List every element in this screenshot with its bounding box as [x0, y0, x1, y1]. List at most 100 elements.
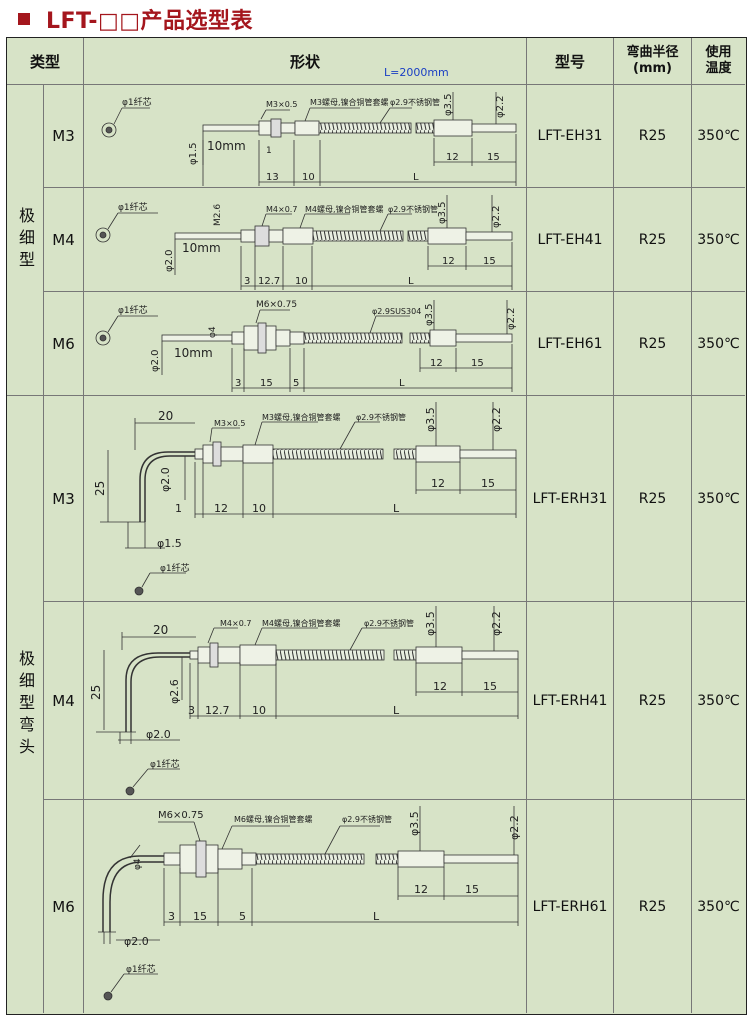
diameter-left: φ1.5	[188, 143, 199, 166]
dim-label: 12.7	[205, 704, 230, 717]
dim-label: 12	[446, 152, 459, 163]
radius-cell: R25	[614, 85, 692, 188]
dim-label: 12	[214, 502, 228, 515]
radius-cell: R25	[614, 188, 692, 292]
size-cell: M6	[44, 292, 84, 396]
dim-label: L	[393, 502, 400, 515]
thread-label: M4×0.7	[220, 619, 251, 628]
model-cell: LFT-EH41	[527, 188, 614, 292]
model-cell: LFT-ERH61	[527, 800, 614, 1013]
selection-table: 类型 形状 型号 弯曲半径 (mm) 使用 温度 极细型 极细型弯头 M3 M4…	[6, 37, 747, 1015]
page-title-row: LFT-□□产品选型表	[18, 4, 253, 34]
thread-label: M6×0.75	[256, 300, 297, 310]
diameter-bend: φ2.6	[168, 679, 181, 704]
bend-width-label: 20	[158, 409, 173, 423]
temp-cell: 350℃	[692, 188, 745, 292]
dim-label: 12	[433, 680, 447, 693]
temp-cell: 350℃	[692, 602, 745, 800]
size-cell: M3	[44, 85, 84, 188]
header-bend-radius-line1: 弯曲半径	[626, 45, 679, 60]
dim-label: 12	[442, 256, 455, 267]
bend-width-label: 20	[153, 623, 168, 637]
length-note: L=2000mm	[384, 66, 449, 79]
diameter-mid: φ3.5	[424, 304, 435, 327]
header-type: 类型	[7, 38, 84, 85]
temp-cell: 350℃	[692, 396, 745, 602]
dim-label: 3	[188, 704, 195, 717]
thread-label: M3×0.5	[214, 419, 245, 428]
diameter-mid: φ3.5	[408, 811, 421, 836]
dim-label: 15	[483, 680, 497, 693]
dim-label: 15	[481, 477, 495, 490]
dim-label: 5	[239, 910, 246, 923]
thread-label: M4×0.7	[266, 205, 297, 214]
size-cell: M4	[44, 602, 84, 800]
diameter-mid: φ3.5	[437, 202, 448, 225]
dim-label: 1	[175, 502, 182, 515]
dim-label: 12	[430, 358, 443, 369]
tube-label: φ2.9不锈钢管	[356, 412, 406, 422]
bend-height-label: 25	[93, 481, 107, 496]
drawing-elbow-m6	[98, 806, 519, 1001]
diameter-low: φ2.0	[124, 935, 149, 948]
model-cell: LFT-ERH41	[527, 602, 614, 800]
model-cell: LFT-EH61	[527, 292, 614, 396]
size-cell: M3	[44, 396, 84, 602]
fiber-end-icon	[101, 122, 117, 138]
dim-label: 3	[168, 910, 175, 923]
model-cell: LFT-ERH31	[527, 396, 614, 602]
dim-label: 12	[431, 477, 445, 490]
dim-label: 15	[483, 256, 496, 267]
header-bend-radius-line2: (mm)	[633, 61, 672, 76]
free-length-label: 10mm	[207, 139, 246, 153]
dim-label: L	[393, 704, 400, 717]
diameter-low: φ1.5	[157, 537, 182, 550]
category-fine: 极细型	[7, 85, 44, 396]
dim-label: L	[408, 276, 414, 287]
temp-cell: 350℃	[692, 292, 745, 396]
diameter-tip: φ2.2	[490, 407, 503, 432]
diameter-tip: φ2.2	[508, 815, 521, 840]
fiber-end-icon	[95, 330, 111, 346]
diameter-bend: φ2.0	[159, 467, 172, 492]
radius-cell: R25	[614, 602, 692, 800]
header-temperature: 使用 温度	[692, 38, 745, 85]
tube-label: φ2.9不锈钢管	[388, 204, 438, 214]
drawing-cell	[84, 602, 527, 800]
fiber-end-icon	[103, 991, 113, 1001]
header-temperature-line1: 使用	[705, 45, 732, 60]
nut-note: M3螺母,镍合铜管套螺	[310, 97, 389, 107]
dim-label: 15	[471, 358, 484, 369]
diameter-tip: φ2.2	[506, 308, 517, 331]
free-length-label: 10mm	[174, 346, 213, 360]
diameter-left: φ2.0	[164, 250, 175, 273]
dim-label: 5	[293, 378, 299, 389]
dim-label: 15	[487, 152, 500, 163]
dim-extra: φ4	[208, 326, 218, 338]
fiber-core-icon	[99, 231, 107, 239]
drawing-cell	[84, 85, 527, 188]
diameter-bend: φ4	[133, 858, 143, 870]
drawing-elbow-m4	[96, 606, 519, 796]
thread-label: M6×0.75	[158, 810, 204, 821]
page-title: LFT-□□产品选型表	[46, 9, 254, 34]
drawing-straight-m6	[95, 300, 513, 392]
fiber-label: φ1纤芯	[150, 758, 180, 770]
dim-label: 15	[193, 910, 207, 923]
diameter-tip: φ2.2	[495, 96, 506, 119]
fiber-core-icon	[99, 334, 107, 342]
thread-label: M3×0.5	[266, 100, 297, 109]
dim-label: 15	[260, 378, 273, 389]
dim-extra: 1	[266, 146, 272, 156]
radius-cell: R25	[614, 396, 692, 602]
dim-label: L	[413, 172, 419, 183]
size-cell: M4	[44, 188, 84, 292]
dim-label: 15	[465, 883, 479, 896]
temp-cell: 350℃	[692, 85, 745, 188]
drawing-straight-m3	[101, 92, 517, 186]
fiber-label: φ1纤芯	[160, 562, 190, 574]
diameter-low: φ2.0	[146, 728, 171, 741]
dim-label: 3	[235, 378, 241, 389]
dim-label: L	[373, 910, 380, 923]
